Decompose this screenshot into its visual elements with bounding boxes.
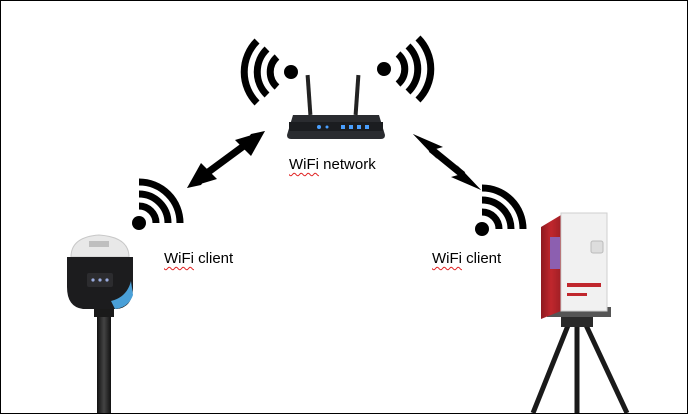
wifi-icon xyxy=(240,38,298,106)
double-arrow-icon xyxy=(187,131,265,188)
wifi-client-label-right: WiFi client xyxy=(432,250,501,268)
wifi-client-label-left: WiFi client xyxy=(164,250,233,268)
laser-scanner-icon xyxy=(530,212,630,413)
double-arrow-icon xyxy=(413,134,481,190)
gnss-receiver-icon xyxy=(67,234,133,413)
label-rest: client xyxy=(462,250,502,267)
label-rest: client xyxy=(194,250,234,267)
label-word: WiFi xyxy=(432,250,462,267)
router-icon xyxy=(287,74,385,139)
label-word: WiFi xyxy=(289,156,319,173)
wifi-network-label: WiFi network xyxy=(289,156,376,174)
wifi-icon xyxy=(132,178,184,230)
wifi-icon xyxy=(377,35,435,103)
label-rest: network xyxy=(319,156,376,173)
label-word: WiFi xyxy=(164,250,194,267)
wifi-icon xyxy=(475,184,527,236)
